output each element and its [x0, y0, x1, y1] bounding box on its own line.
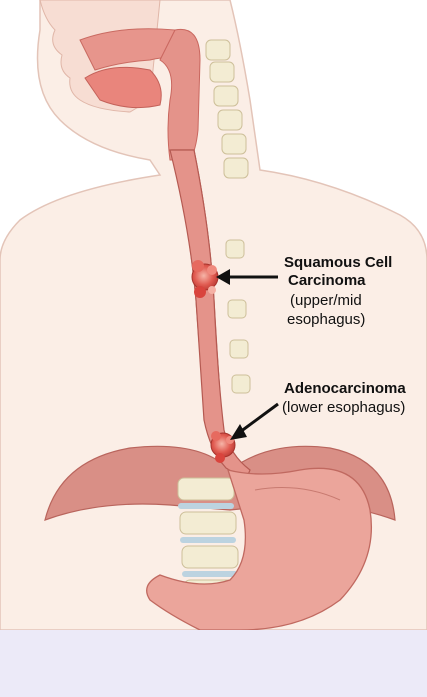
adeno-sub: (lower esophagus)	[282, 399, 405, 417]
adeno-title: Adenocarcinoma	[284, 380, 406, 398]
squamous-sub-line2: esophagus)	[287, 311, 365, 329]
squamous-title-line1: Squamous Cell	[284, 254, 392, 272]
squamous-sub-line1: (upper/mid	[290, 292, 362, 310]
footer-band	[0, 630, 427, 697]
squamous-tumor	[192, 260, 218, 298]
squamous-title-line2: Carcinoma	[288, 272, 366, 290]
